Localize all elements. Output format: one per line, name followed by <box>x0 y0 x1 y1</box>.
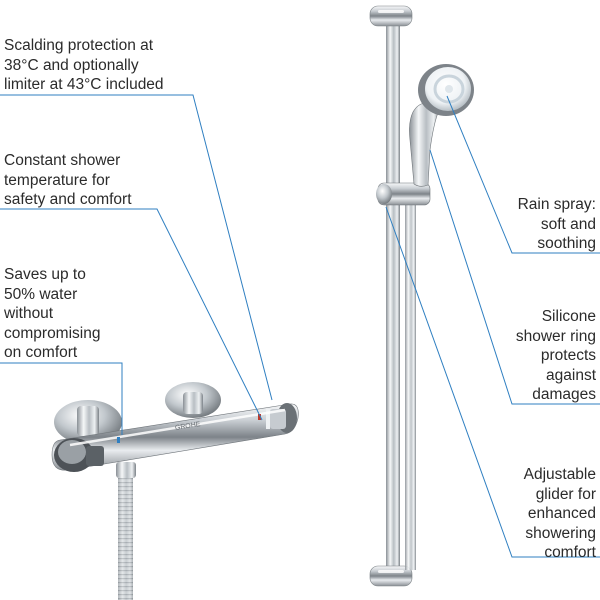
leader-line-constant-temp <box>0 208 263 421</box>
mixer-outlet <box>116 462 136 478</box>
leader-line-rain-spray <box>446 95 600 254</box>
leader-line-scalding <box>0 94 273 401</box>
feature-label-scalding-protection: Scalding protection at 38°C and optional… <box>4 37 164 93</box>
hand-shower-handle <box>409 102 441 187</box>
top-wall-bracket <box>369 5 413 27</box>
feature-label-constant-temperature: Constant shower temperature for safety a… <box>4 152 132 208</box>
feature-label-rain-spray: Rain spray: soft and soothing <box>517 196 596 252</box>
leader-line-glider <box>385 206 600 558</box>
leader-line-water-saving <box>0 362 123 435</box>
feature-label-water-saving: Saves up to 50% water without compromisi… <box>4 266 101 361</box>
thermostat-mixer: GROHE <box>51 382 299 600</box>
shower-rail-set <box>369 5 474 587</box>
shower-rail <box>386 18 400 584</box>
feature-label-adjustable-glider: Adjustable glider for enhanced showering… <box>523 466 596 561</box>
feature-label-silicone-ring: Silicone shower ring protects against da… <box>515 308 596 403</box>
mixer-body <box>51 403 299 471</box>
brand-mark: GROHE <box>175 421 202 432</box>
leader-line-silicone-ring <box>429 149 600 405</box>
leader-lines <box>0 94 600 558</box>
